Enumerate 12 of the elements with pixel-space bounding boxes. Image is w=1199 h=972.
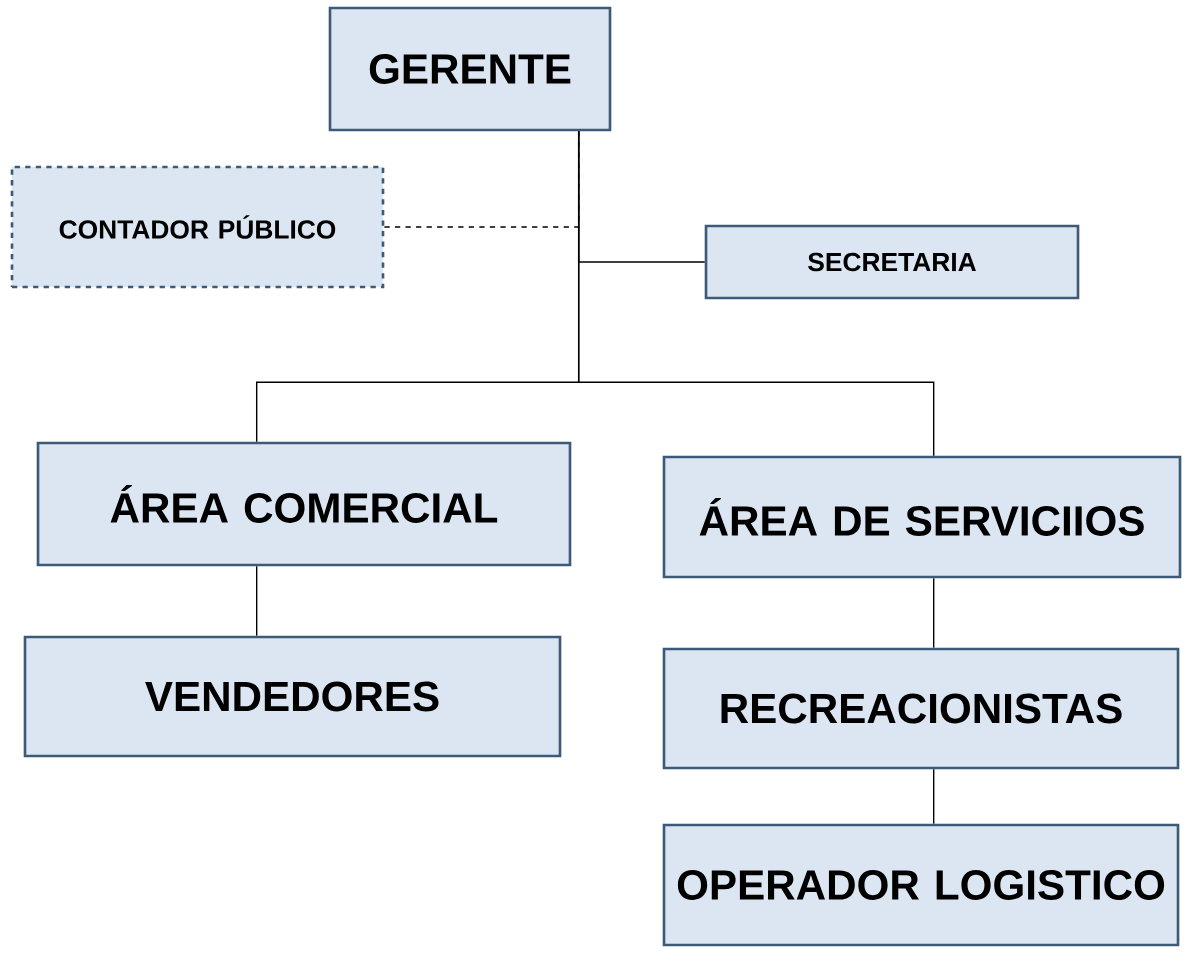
org-box: RECREACIONISTAS	[662, 647, 1180, 770]
org-box: ÁREA DE SERVICIIOS	[662, 455, 1182, 579]
connector-line	[256, 565, 258, 637]
org-box: SECRETARIA	[704, 224, 1080, 300]
org-box: ÁREA COMERCIAL	[36, 441, 572, 567]
org-box: GERENTE	[328, 6, 612, 132]
connector-line	[933, 577, 935, 649]
org-box: OPERADOR LOGISTICO	[662, 823, 1180, 947]
org-box: VENDEDORES	[23, 635, 562, 758]
connector-line	[933, 768, 935, 825]
org-box: CONTADOR PÚBLICO	[10, 165, 385, 289]
connector-line	[577, 130, 935, 457]
